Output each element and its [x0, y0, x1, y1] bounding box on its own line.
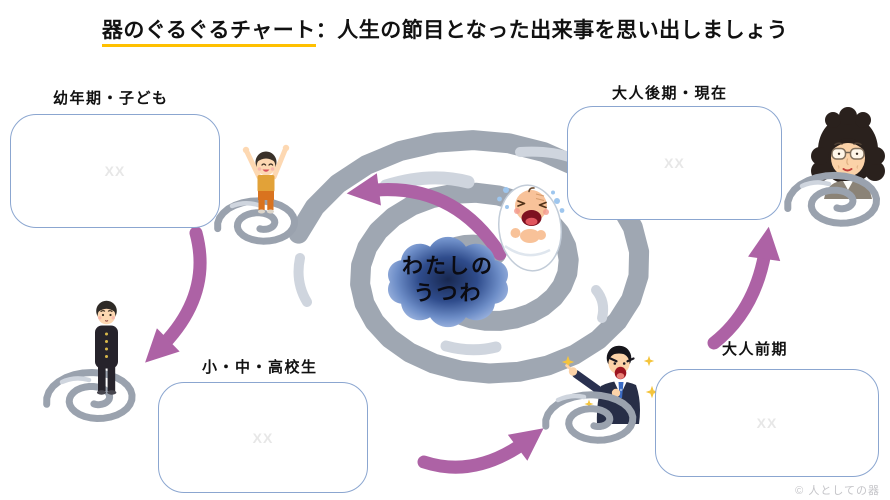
arrow-early-adult-to-late-adult	[707, 226, 781, 350]
placeholder-school: XX	[252, 429, 274, 446]
arrow-childhood-to-school	[145, 226, 207, 363]
copyright-credit: © 人としての器	[795, 485, 880, 497]
spiral-late-adult	[784, 171, 880, 227]
label-childhood: 幼年期・子ども	[53, 90, 169, 107]
cheering-child-icon	[242, 144, 290, 214]
spiral-childhood	[214, 197, 298, 245]
center-cloud-label: わたしの うつわ	[368, 253, 528, 308]
student-icon	[95, 300, 118, 395]
placeholder-late-adult: XX	[664, 155, 685, 171]
page-title: 器のぐるぐるチャート：人生の節目となった出来事を思い出しましょう	[0, 14, 890, 47]
older-woman-icon	[811, 107, 885, 199]
input-box-early-adult[interactable]: XX	[655, 369, 879, 477]
crying-baby-icon	[497, 184, 565, 272]
input-box-late-adult[interactable]: XX	[567, 106, 782, 220]
cloud-line1: わたしの	[402, 255, 494, 278]
placeholder-early-adult: XX	[756, 415, 778, 431]
sparkle-icons	[561, 355, 659, 409]
title-highlight: 器のぐるぐるチャート	[101, 19, 316, 47]
placeholder-childhood: XX	[104, 163, 126, 179]
input-box-school[interactable]: XX	[158, 382, 368, 493]
title-rest: ：人生の節目となった出来事を思い出しましょう	[315, 19, 789, 42]
label-early-adult: 大人前期	[722, 341, 789, 358]
cloud-line2: うつわ	[413, 282, 483, 306]
label-late-adult: 大人後期・現在	[612, 85, 728, 102]
spiral-early-adult	[542, 391, 637, 444]
vessel-cloud	[387, 236, 509, 328]
arrow-baby-to-childhood	[346, 173, 507, 261]
label-school: 小・中・高校生	[202, 359, 318, 376]
input-box-childhood[interactable]: XX	[10, 114, 220, 228]
arrow-school-to-early-adult	[417, 428, 544, 474]
tears	[497, 187, 565, 213]
